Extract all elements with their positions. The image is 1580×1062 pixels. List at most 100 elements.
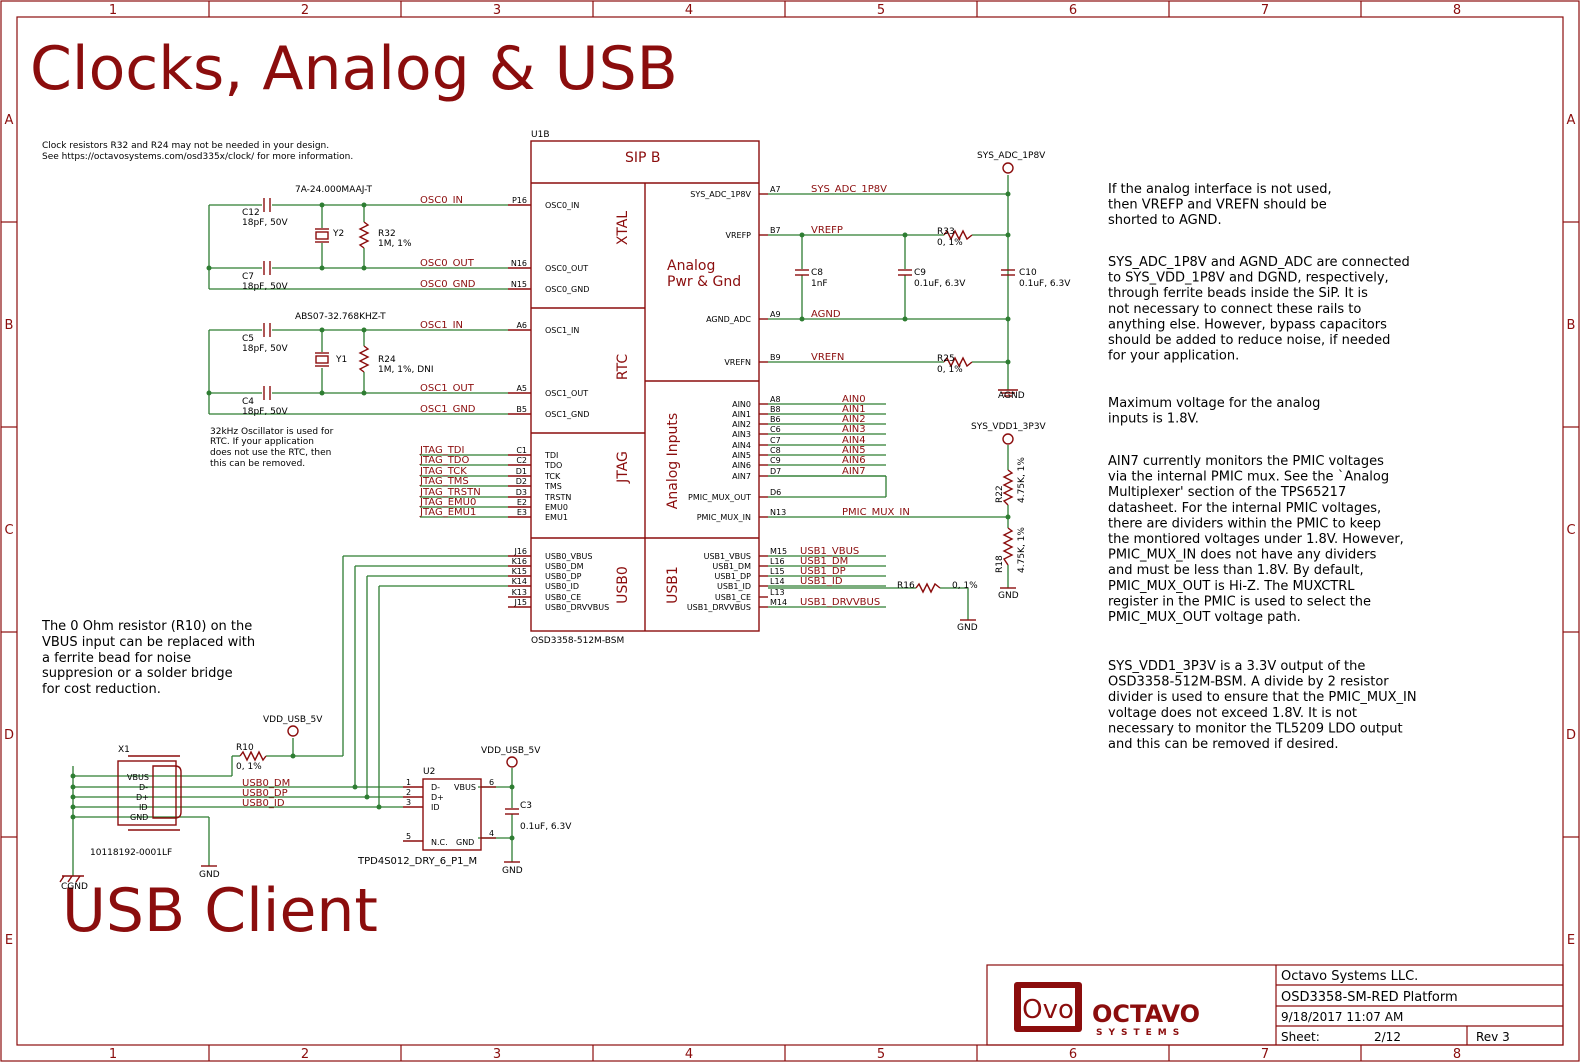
capacitor-c3 <box>505 808 519 815</box>
r10-note-line: for cost reduction. <box>42 682 161 697</box>
title-block-frame <box>986 964 1564 1046</box>
c10-ref: C10 <box>1019 268 1037 278</box>
rtc-note-line: 32kHz Oscillator is used for <box>210 427 334 437</box>
c9-value: 0.1uF, 6.3V <box>914 279 966 289</box>
y2-ref: Y2 <box>332 229 344 239</box>
u2-pin-number: 6 <box>489 778 494 787</box>
pin-name: AIN4 <box>732 441 751 450</box>
pin-name: EMU1 <box>545 513 568 522</box>
u2-pin-label: D+ <box>431 793 444 802</box>
pin-name: AIN2 <box>732 420 751 429</box>
c7-value: 18pF, 50V <box>242 282 289 292</box>
capacitor-c7 <box>263 261 271 275</box>
crystal-dots <box>206 202 367 396</box>
crystal-y2 <box>315 228 329 243</box>
crystal-y1 <box>315 352 329 367</box>
frame-column-label: 2 <box>301 3 309 18</box>
pin-name: TDO <box>544 461 562 470</box>
note-line: datasheet. For the internal PMIC voltage… <box>1108 501 1381 516</box>
frame-column-label: 8 <box>1453 1047 1461 1062</box>
pin-number: C6 <box>770 425 781 434</box>
net-label: AIN1 <box>842 404 866 415</box>
note-line: Maximum voltage for the analog <box>1108 396 1320 411</box>
pin-name: VREFN <box>724 358 751 367</box>
logo-mark: Ovo <box>1022 995 1074 1025</box>
pin-number: K13 <box>512 588 527 597</box>
r18-ref: R18 <box>995 555 1005 573</box>
net-label: USB1_DRVVBUS <box>800 597 880 608</box>
block-label-rtc: RTC <box>615 354 631 380</box>
pin-number: P16 <box>512 196 527 205</box>
rtc-note-line: this can be removed. <box>210 459 305 469</box>
resistor-r18 <box>1002 527 1014 566</box>
resistor-r25 <box>943 356 973 368</box>
r25-value: 0, 1% <box>937 365 963 375</box>
cgnd-label: CGND <box>61 882 88 892</box>
r16-ref: R16 <box>897 581 915 591</box>
u1b-ref: U1B <box>531 130 550 140</box>
frame-column-label: 3 <box>493 3 501 18</box>
pin-number: A5 <box>516 384 527 393</box>
y1-ref: Y1 <box>335 355 347 365</box>
r32-ref: R32 <box>378 229 396 239</box>
c5-value: 18pF, 50V <box>242 344 289 354</box>
vdd-usb-power-label-b: VDD_USB_5V <box>481 746 541 756</box>
sys-adc-power-label: SYS_ADC_1P8V <box>977 151 1046 161</box>
sys-vdd1-power-symbol <box>1002 433 1014 445</box>
x1-pin-label: D+ <box>136 793 149 802</box>
pin-number: C9 <box>770 456 781 465</box>
vdd-usb-power-label-a: VDD_USB_5V <box>263 715 323 725</box>
pin-name: EMU0 <box>545 503 568 512</box>
net-label: OSC1_OUT <box>420 383 475 394</box>
r10-note-line: VBUS input can be replaced with <box>42 635 255 650</box>
net-label: JTAG_TDO <box>419 455 470 466</box>
net-label: AGND <box>811 309 841 320</box>
pin-number: K15 <box>512 567 527 576</box>
resistor-r22 <box>1002 469 1014 506</box>
note-line: and must be less than 1.8V. By default, <box>1108 563 1364 578</box>
net-label: OSC0_OUT <box>420 258 475 269</box>
pin-name: VREFP <box>725 231 751 240</box>
title-block-sheet-value: 2/12 <box>1374 1030 1401 1044</box>
capacitor-c8 <box>795 269 809 276</box>
pin-number: D3 <box>516 488 527 497</box>
pin-name: AIN1 <box>732 410 751 419</box>
frame-row-label: C <box>4 523 13 538</box>
net-label: OSC1_IN <box>420 320 463 331</box>
logo-word: OCTAVO <box>1092 1000 1200 1028</box>
capacitor-c10 <box>1001 269 1015 276</box>
r22-ref: R22 <box>995 485 1005 503</box>
gnd-label-divider: GND <box>998 591 1019 601</box>
note-line: not necessary to connect these rails to <box>1108 302 1361 317</box>
pin-number: D6 <box>770 488 781 497</box>
pin-name: PMIC_MUX_IN <box>697 513 751 522</box>
note-line: then VREFP and VREFN should be <box>1108 198 1327 213</box>
frame-column-label: 6 <box>1069 3 1077 18</box>
note-line: to SYS_VDD_1P8V and DGND, respectively, <box>1108 271 1389 286</box>
note-line: PMIC_MUX_OUT voltage path. <box>1108 610 1301 625</box>
rtc-note: 32kHz Oscillator is used for RTC. If you… <box>210 427 334 469</box>
rtc-note-line: RTC. If your application <box>210 437 314 447</box>
u1b-value: OSD3358-512M-BSM <box>531 636 624 646</box>
frame-column-label: 4 <box>685 1047 693 1062</box>
note-line: and this can be removed if desired. <box>1108 737 1338 752</box>
analog-input-wiring <box>768 445 1009 620</box>
analog-power-wiring <box>768 175 1009 390</box>
pin-number: A8 <box>770 395 781 404</box>
pin-name: TDI <box>544 451 558 460</box>
